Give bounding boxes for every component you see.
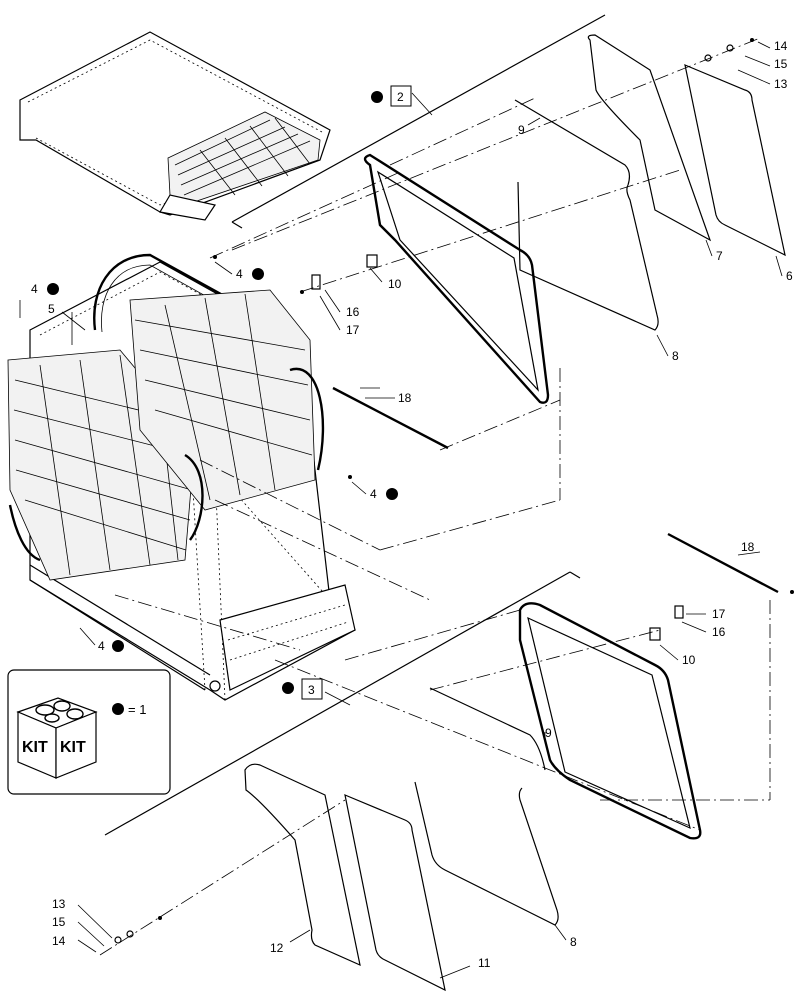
callout-5: 5 [48, 302, 55, 316]
callout-8: 8 [672, 349, 679, 363]
callout-2: 2 [397, 90, 404, 104]
kit-legend: KIT KIT = 1 [7, 669, 171, 795]
cab-frame [7, 253, 356, 701]
callout-14: 14 [52, 934, 66, 948]
callout-3: 3 [308, 683, 315, 697]
callout-4: 4 [236, 267, 243, 281]
callout-13: 13 [774, 77, 788, 91]
callout-4: 4 [31, 282, 38, 296]
callout-10: 10 [682, 653, 696, 667]
kit-bullet [282, 682, 294, 694]
kit-label-left: KIT [22, 739, 48, 756]
callout-15: 15 [52, 915, 66, 929]
callout-8: 8 [570, 935, 577, 949]
callout-18: 18 [398, 391, 412, 405]
callout-7: 7 [716, 249, 723, 263]
kit-bullet-icon [112, 703, 124, 715]
callout-12: 12 [270, 941, 284, 955]
lower-door-assembly [99, 532, 794, 992]
kit-bullet [47, 283, 59, 295]
callout-16: 16 [712, 625, 726, 639]
callout-11: 11 [478, 956, 491, 970]
callout-10: 10 [388, 277, 402, 291]
kit-bullet [386, 488, 398, 500]
kit-bullet [252, 268, 264, 280]
upper-door-assembly [199, 14, 786, 601]
callout-17: 17 [712, 607, 726, 621]
leader-lines [19, 41, 783, 979]
kit-label-right: KIT [60, 739, 86, 756]
callout-16: 16 [346, 305, 360, 319]
callout-6: 6 [786, 269, 793, 283]
callout-17: 17 [346, 323, 360, 337]
callout-13: 13 [52, 897, 66, 911]
roof-panel [19, 31, 331, 221]
callout-4: 4 [370, 487, 377, 501]
callout-4: 4 [98, 639, 105, 653]
kit-equals-label: = 1 [128, 702, 146, 717]
callout-14: 14 [774, 39, 788, 53]
callout-15: 15 [774, 57, 788, 71]
callout-9: 9 [545, 726, 552, 740]
kit-bullet [112, 640, 124, 652]
callout-labels: 14 15 13 9 7 6 10 16 17 8 18 4 4 4 4 5 2… [31, 39, 793, 970]
callout-9: 9 [518, 123, 525, 137]
callout-18: 18 [741, 540, 755, 554]
parts-icon [35, 700, 84, 723]
kit-bullet [371, 91, 383, 103]
